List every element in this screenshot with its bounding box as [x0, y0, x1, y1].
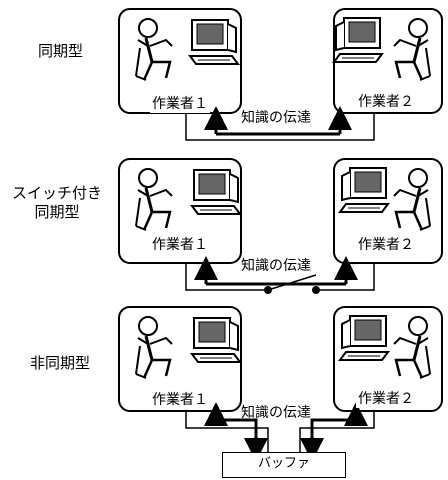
section-2-link — [185, 256, 375, 291]
worker-1-label: 作業者１ — [150, 234, 210, 254]
knowledge-transfer-label: 知識の伝達 — [241, 258, 311, 274]
section-label-switched-synchronous: スイッチ付き 同期型 — [11, 184, 102, 221]
worker-2-box — [333, 8, 443, 114]
worker-2-label: 作業者２ — [356, 234, 416, 254]
buffer-box: バッファ — [222, 452, 346, 478]
worker-1-label: 作業者１ — [150, 389, 210, 409]
worker-2-box — [333, 158, 443, 264]
section-1-link — [185, 106, 375, 141]
knowledge-transfer-label: 知識の伝達 — [241, 110, 311, 126]
section-label-synchronous: 同期型 — [38, 42, 84, 60]
section-label-asynchronous: 非同期型 — [30, 354, 91, 372]
worker-2-box — [333, 306, 443, 412]
worker-1-box — [118, 8, 242, 114]
worker-2-label: 作業者２ — [356, 388, 416, 408]
worker-1-box — [118, 306, 242, 412]
knowledge-transfer-label: 知識の伝達 — [241, 405, 311, 421]
worker-1-box — [118, 158, 242, 264]
switch-icon — [264, 274, 320, 294]
worker-2-label: 作業者２ — [356, 91, 416, 111]
buffer-label: バッファ — [257, 456, 310, 471]
section-3-link — [185, 402, 375, 462]
worker-1-label: 作業者１ — [150, 93, 210, 113]
